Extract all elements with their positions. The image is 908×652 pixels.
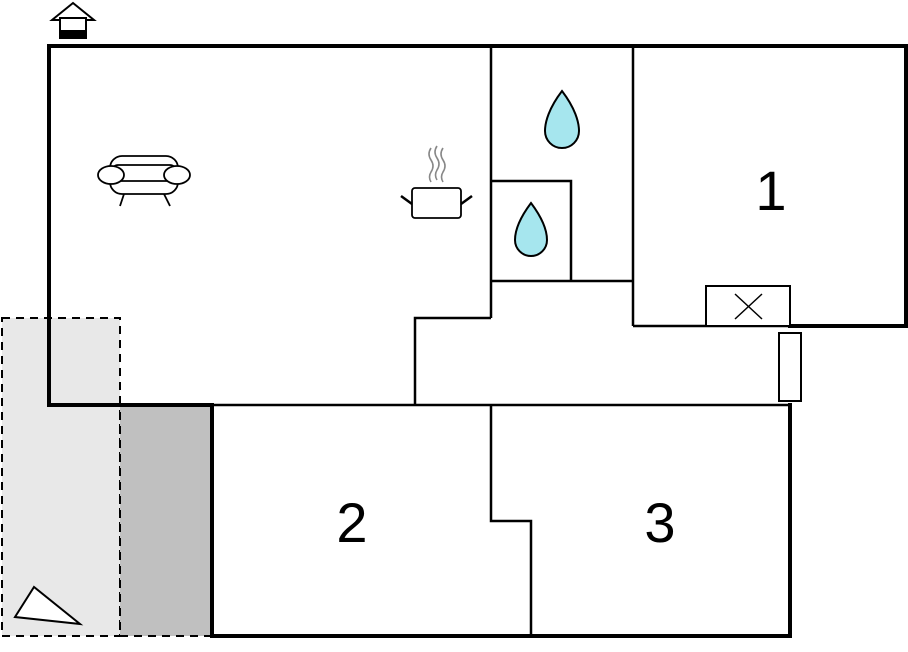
interior-walls: [212, 46, 790, 636]
terrace-cover-light: [3, 319, 49, 405]
sofa-icon: [97, 155, 191, 207]
house-entrance-icon: [49, 1, 97, 39]
wall-inner-bath: [491, 179, 573, 281]
fireplace-box-icon: [705, 285, 791, 327]
water-drop-icon-2: [513, 201, 549, 257]
terrace: [1, 317, 213, 637]
terrace-corner-icon: [13, 585, 84, 626]
outer-wall-top: [47, 44, 908, 407]
radiator-icon: [778, 332, 802, 402]
wall-bedroom-divider: [489, 405, 533, 636]
water-drop-icon: [543, 89, 581, 149]
terrace-dark-area: [119, 405, 213, 637]
room-2-label: 2: [336, 491, 367, 554]
cooking-pot-icon: [400, 145, 473, 219]
room-3-label: 3: [644, 491, 675, 554]
outer-wall-bottom: [210, 403, 792, 638]
room-1-label: 1: [755, 159, 786, 222]
wall-living-step: [413, 316, 491, 405]
outer-walls: [47, 44, 908, 638]
